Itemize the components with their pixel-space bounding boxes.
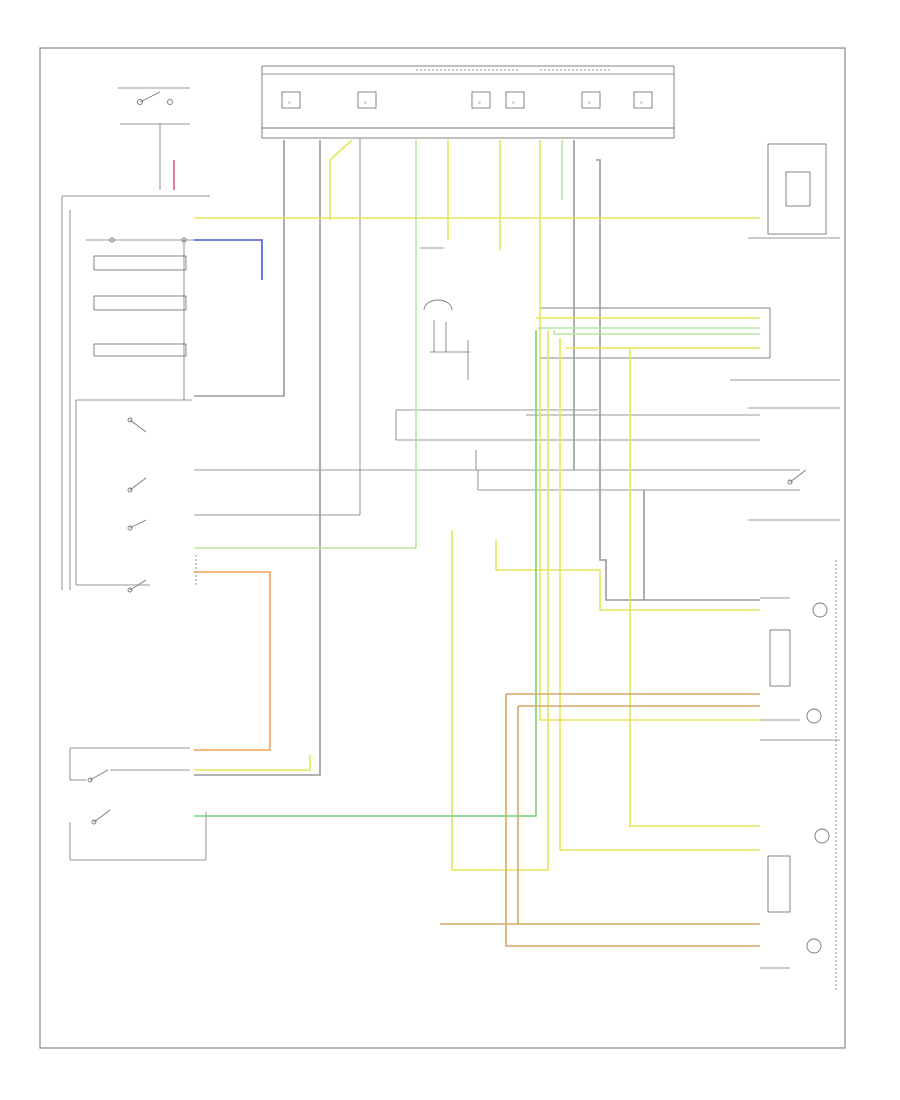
connector-stubs-right <box>760 597 840 969</box>
right-headlight <box>767 560 837 990</box>
left-headlight <box>769 602 828 724</box>
headlight-dimmer-switch <box>69 747 207 861</box>
wire-green-1 <box>194 330 537 817</box>
wire-yellow-7 <box>629 348 760 827</box>
fuse-1: ≈ <box>281 91 301 109</box>
wire-yellow-5 <box>559 338 760 851</box>
fuse-4: ≈ <box>505 91 525 109</box>
wire-gray-1 <box>194 140 285 397</box>
wire-tan-2 <box>505 694 760 947</box>
wire-yellow-2 <box>329 139 353 220</box>
ignition-switch <box>118 87 190 190</box>
fuse-3: ≈ <box>471 91 491 109</box>
svg-text:≈: ≈ <box>478 100 481 105</box>
fuse-5: ≈ <box>581 91 601 109</box>
wire-yellow-4 <box>539 140 760 721</box>
wire-set <box>194 139 760 947</box>
wire-yellow-6 <box>451 330 549 871</box>
wire-gray-2 <box>194 140 321 776</box>
svg-text:≈: ≈ <box>512 100 515 105</box>
relay-block <box>420 247 477 470</box>
wire-yellow-8 <box>194 755 311 771</box>
svg-text:≈: ≈ <box>588 100 591 105</box>
headlight-switch <box>75 237 210 593</box>
instrument-panel-fuse-block <box>61 195 210 590</box>
fuse-2: ≈ <box>357 91 377 109</box>
wire-light-green-1 <box>194 140 417 549</box>
fuse-6: ≈ <box>633 91 653 109</box>
svg-text:≈: ≈ <box>364 100 367 105</box>
wire-yellow-10 <box>495 540 760 611</box>
diagram-frame <box>39 47 846 1049</box>
wire-gray-4 <box>596 159 760 601</box>
daytime-running-lamp-module <box>748 407 840 521</box>
connector-block-center <box>194 138 800 516</box>
wire-blue <box>194 239 263 280</box>
instrument-cluster <box>748 143 840 239</box>
svg-text:≈: ≈ <box>640 100 643 105</box>
wire-orange <box>194 571 271 751</box>
wire-light-green-2 <box>553 330 760 335</box>
fuse-box: ≈ ≈ ≈ ≈ ≈ ≈ <box>261 65 675 139</box>
svg-text:≈: ≈ <box>288 100 291 105</box>
